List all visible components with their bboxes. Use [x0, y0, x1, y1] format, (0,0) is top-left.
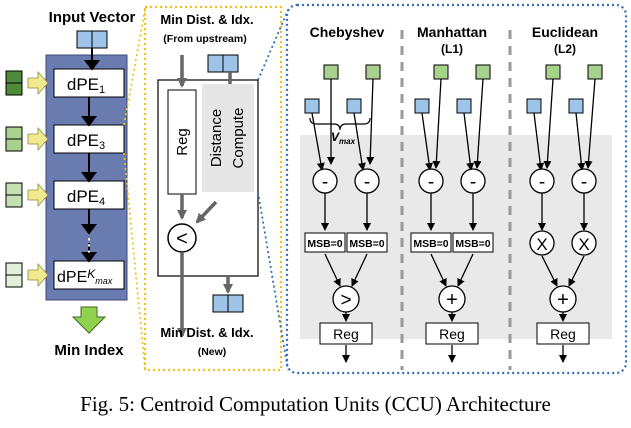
yellow-input-arrows	[27, 70, 49, 288]
svg-text:MSB=0: MSB=0	[307, 238, 342, 250]
euclidean-subtitle: (L2)	[554, 42, 576, 56]
input-vector-label: Input Vector	[49, 9, 136, 26]
svg-text:X: X	[578, 235, 589, 254]
right-panel: Chebyshev Manhattan (L1) Euclidean (L2) …	[257, 3, 628, 375]
svg-text:dPE4: dPE4	[67, 187, 105, 208]
manhattan-subtitle: (L1)	[441, 42, 463, 56]
min-index-arrow	[71, 306, 107, 334]
svg-text:-: -	[470, 172, 476, 193]
middle-input-vector-icon	[207, 54, 239, 73]
comparator-symbol: <	[176, 228, 188, 250]
zoom-line-right-bottom	[257, 191, 289, 371]
euclidean-title: Euclidean	[532, 24, 598, 40]
svg-text:X: X	[536, 235, 547, 254]
middle-reg-label: Reg	[174, 128, 191, 156]
left-panel: Input Vector dPE1 dPE3	[5, 9, 136, 359]
svg-text:+: +	[557, 289, 569, 311]
dpe-unit-3: dPE3	[53, 124, 125, 154]
middle-panel: Min Dist. & Idx. (From upstream) Distanc…	[123, 5, 283, 372]
svg-text:MSB=0: MSB=0	[413, 238, 448, 250]
min-index-label: Min Index	[54, 342, 124, 359]
min-dist-idx-out-label: Min Dist. & Idx.	[160, 325, 253, 340]
new-label: (New)	[198, 346, 227, 358]
svg-text:-: -	[581, 172, 587, 193]
zoom-line-right-top	[257, 9, 289, 81]
distance-compute-block	[202, 84, 254, 192]
svg-text:Reg: Reg	[333, 326, 359, 342]
distance-compute-label-1: Distance	[208, 109, 225, 167]
svg-text:Reg: Reg	[550, 326, 576, 342]
zoom-line-bottom	[123, 152, 146, 369]
svg-text:-: -	[539, 172, 545, 193]
svg-text:>: >	[340, 290, 351, 311]
figure-caption: Fig. 5: Centroid Computation Units (CCU)…	[80, 392, 551, 416]
input-vector-icon	[76, 30, 108, 49]
svg-text:+: +	[446, 289, 458, 311]
chebyshev-title: Chebyshev	[310, 24, 385, 40]
euclidean-datapath: - - X X + Reg	[526, 64, 603, 363]
svg-text:dPE3: dPE3	[67, 131, 105, 152]
svg-text:-: -	[364, 172, 370, 193]
chebyshev-datapath: Vmax - - MSB=0 MSB=0 >	[304, 64, 388, 363]
dpe-detail-frame	[143, 5, 283, 372]
middle-dataflow-arrows	[177, 55, 233, 338]
comparator-circle	[167, 223, 197, 253]
vmax-label: Vmax	[331, 130, 356, 146]
metrics-frame	[285, 3, 628, 375]
dpe-unit-kmax: dPEKmax	[53, 260, 125, 290]
middle-output-vector-icon	[212, 294, 244, 313]
svg-text:Reg: Reg	[439, 326, 465, 342]
svg-text:-: -	[322, 172, 328, 193]
from-upstream-label: (From upstream)	[163, 33, 246, 45]
manhattan-title: Manhattan	[417, 24, 487, 40]
svg-text:-: -	[428, 172, 434, 193]
svg-text:dPE1: dPE1	[67, 75, 105, 96]
manhattan-datapath: - - MSB=0 MSB=0 + Reg	[410, 64, 494, 363]
dpe-ellipsis: ⋮	[80, 235, 98, 255]
middle-reg-block	[167, 89, 197, 195]
dpe-unit-1: dPE1	[53, 68, 125, 98]
distance-compute-label-2: Compute	[230, 108, 247, 169]
green-input-vectors	[5, 70, 23, 288]
svg-text:MSB=0: MSB=0	[349, 238, 384, 250]
dpe-unit-4: dPE4	[53, 180, 125, 210]
svg-text:dPEKmax: dPEKmax	[57, 267, 113, 286]
svg-text:MSB=0: MSB=0	[455, 238, 490, 250]
min-dist-idx-in-label: Min Dist. & Idx.	[160, 12, 253, 27]
dpe-chain-arrows	[81, 48, 100, 263]
